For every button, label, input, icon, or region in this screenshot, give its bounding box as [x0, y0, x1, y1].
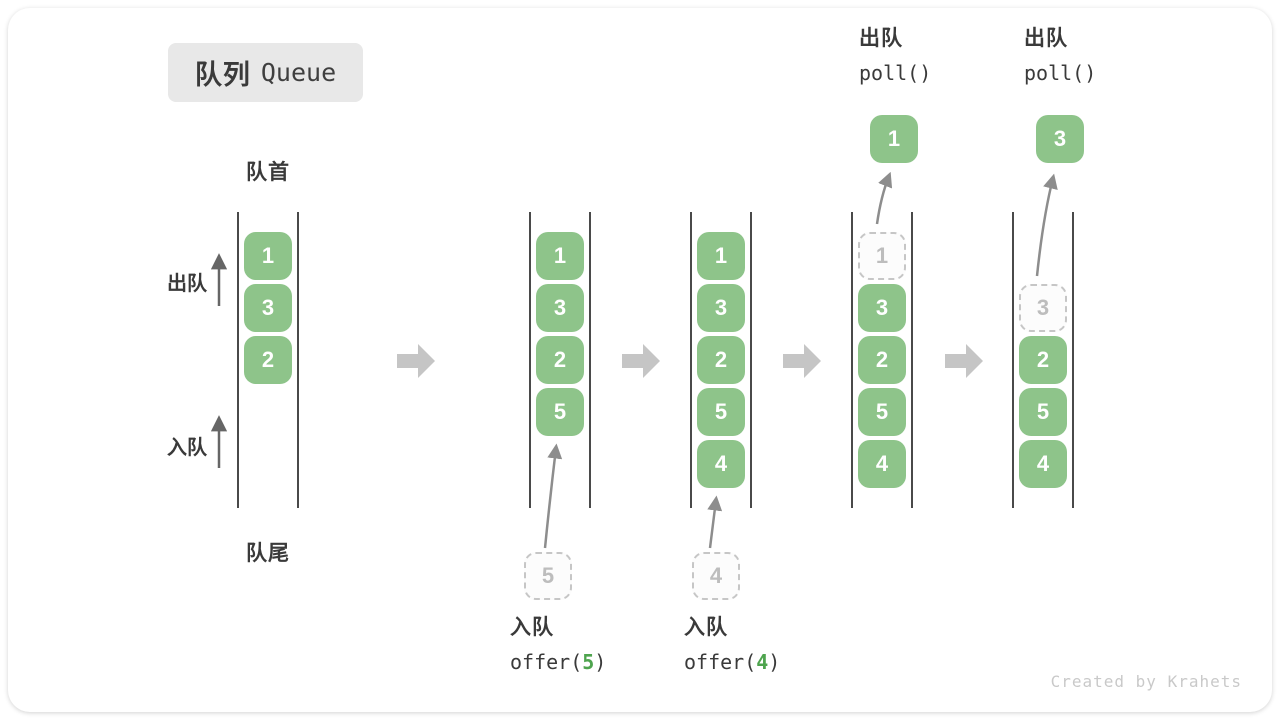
op-action: 入队: [684, 616, 728, 639]
queue-item: 2: [244, 336, 292, 384]
label-enqueue-side: 入队: [167, 437, 207, 459]
queue-container-5: [1012, 212, 1074, 508]
queue-item: 3: [858, 284, 906, 332]
diagram-card: [8, 8, 1272, 712]
op-code: poll(): [1024, 61, 1097, 85]
removed-item: 3: [1019, 284, 1067, 332]
op-code: poll(): [859, 61, 932, 85]
queue-item: 2: [536, 336, 584, 384]
queue-item: 5: [697, 388, 745, 436]
watermark: Created by Krahets: [1050, 672, 1242, 691]
queue-item: 3: [536, 284, 584, 332]
queue-item: 2: [858, 336, 906, 384]
op-action: 出队: [859, 27, 903, 50]
label-queue-front: 队首: [246, 161, 290, 184]
title-zh: 队列: [194, 60, 251, 90]
enqueue-op-label: 入队 offer(5): [510, 615, 606, 675]
queue-item: 2: [697, 336, 745, 384]
incoming-item: 5: [524, 552, 572, 600]
queue-container-3: [690, 212, 752, 508]
removed-item: 1: [858, 232, 906, 280]
op-code: offer(4): [684, 649, 780, 675]
op-arg: 4: [756, 650, 769, 674]
enqueue-op-label: 入队 offer(4): [684, 615, 780, 675]
op-fn: offer(: [684, 650, 757, 674]
popped-item: 3: [1036, 115, 1084, 163]
queue-item: 1: [697, 232, 745, 280]
diagram-title: 队列 Queue: [168, 43, 363, 102]
queue-item: 3: [244, 284, 292, 332]
queue-item: 3: [697, 284, 745, 332]
queue-item: 5: [858, 388, 906, 436]
dequeue-op-label: 出队 poll(): [1024, 26, 1096, 86]
op-code: offer(5): [510, 649, 606, 675]
op-action: 入队: [510, 616, 554, 639]
op-close: ): [594, 650, 607, 674]
title-en: Queue: [260, 58, 337, 87]
label-dequeue-side: 出队: [167, 273, 207, 295]
queue-item: 4: [1019, 440, 1067, 488]
queue-item: 4: [858, 440, 906, 488]
dequeue-op-label: 出队 poll(): [859, 26, 931, 86]
queue-item: 1: [536, 232, 584, 280]
queue-item: 5: [536, 388, 584, 436]
queue-container-2: [529, 212, 591, 508]
queue-item: 2: [1019, 336, 1067, 384]
queue-item: 1: [244, 232, 292, 280]
label-queue-rear: 队尾: [246, 542, 290, 565]
queue-container-1: [237, 212, 299, 508]
incoming-item: 4: [692, 552, 740, 600]
popped-item: 1: [870, 115, 918, 163]
op-close: ): [768, 650, 781, 674]
queue-item: 4: [697, 440, 745, 488]
queue-item: 5: [1019, 388, 1067, 436]
op-fn: offer(: [510, 650, 583, 674]
op-action: 出队: [1024, 27, 1068, 50]
queue-container-4: [851, 212, 913, 508]
op-arg: 5: [582, 650, 595, 674]
